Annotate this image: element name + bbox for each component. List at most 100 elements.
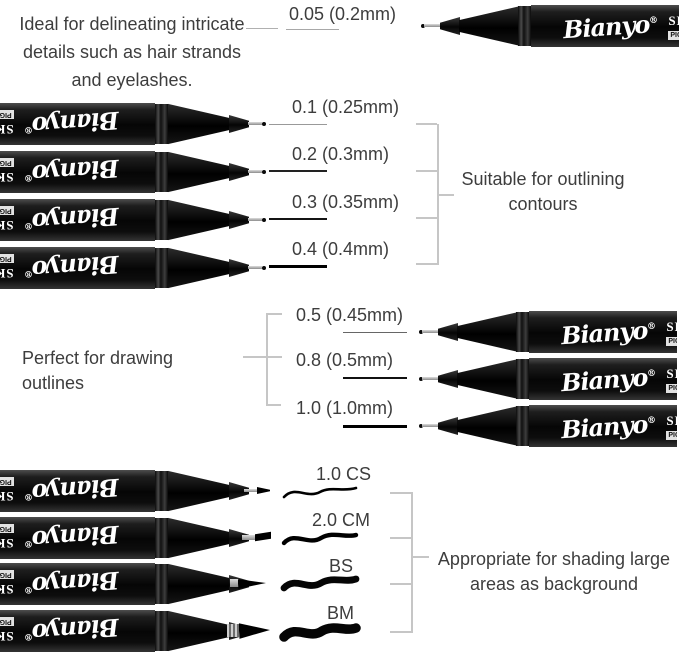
bianyo-logo: Bianyo® xyxy=(23,154,120,190)
registered-mark: ® xyxy=(23,491,34,502)
pen-needle-tip xyxy=(424,24,441,27)
bianyo-logo: Bianyo® xyxy=(562,8,659,44)
pen-body: Bianyo® SKE PIGMEN xyxy=(0,563,155,605)
pen-cone xyxy=(168,563,230,605)
registered-mark: ® xyxy=(23,584,34,595)
bianyo-logo: Bianyo® xyxy=(23,473,120,509)
pen-cm: Bianyo® SKE PIGMEN xyxy=(0,517,271,559)
registered-mark: ® xyxy=(23,538,34,549)
pen-ring xyxy=(155,248,168,288)
bianyo-logo-text: Bianyo xyxy=(31,202,120,238)
stroke-sample-bm xyxy=(279,623,361,642)
pen-cone xyxy=(459,5,521,47)
pen-cone xyxy=(168,470,230,512)
stroke-sample-0-1 xyxy=(269,124,327,125)
pen-ring xyxy=(155,200,168,240)
pigment-badge: PIGMEN xyxy=(0,570,14,580)
bracket-tick xyxy=(439,194,454,196)
pen-ink-dot xyxy=(262,266,266,270)
size-label-cm: 2.0 CM xyxy=(312,510,371,530)
pen-cone xyxy=(168,517,230,559)
pen-body: Bianyo® SKE PIGMEN xyxy=(0,103,155,145)
bianyo-logo-text: Bianyo xyxy=(560,361,649,397)
pen-ring xyxy=(518,6,531,46)
pen-0-1: Bianyo® SKE PIGMEN xyxy=(0,103,268,145)
sketch-label: SKE xyxy=(0,218,14,234)
size-label-0-2: 0.2 (0.3mm) xyxy=(292,144,390,164)
sketch-label: SKE xyxy=(668,12,679,28)
pen-needle-tip xyxy=(422,424,439,427)
description-line: Ideal for delineating intricate xyxy=(19,14,245,34)
pen-body: Bianyo® SKE PIGMEN xyxy=(529,405,677,447)
size-label-0-1: 0.1 (0.25mm) xyxy=(292,97,400,117)
stroke-sample-0-5 xyxy=(343,332,407,333)
note-line: Appropriate for shading large xyxy=(437,549,671,569)
pen-body: Bianyo® SKE PIGMEN xyxy=(0,151,155,193)
series-block: SKE PIGMEN xyxy=(666,413,677,440)
bracket-tick xyxy=(243,356,282,358)
description-line: details such as hair strands xyxy=(22,42,242,62)
leader-line xyxy=(246,28,278,29)
pen-ring xyxy=(155,518,168,558)
pen-0-3: Bianyo® SKE PIGMEN xyxy=(0,199,268,241)
stroke-sample-0-2 xyxy=(269,170,327,172)
sketch-label: SKE xyxy=(666,412,677,428)
registered-mark: ® xyxy=(23,124,34,135)
pigment-badge: PIGMEN xyxy=(0,617,14,627)
sketch-label: SKE xyxy=(666,318,677,334)
pen-needle-tip xyxy=(248,170,262,173)
bianyo-logo: Bianyo® xyxy=(23,613,120,649)
bracket-tick xyxy=(390,492,411,494)
stroke-sample-cs xyxy=(282,486,358,499)
pen-branding: Bianyo® SKE PIGMEN xyxy=(531,5,679,47)
registered-mark: ® xyxy=(646,321,657,332)
series-block: SKE PIGMEN xyxy=(0,206,14,234)
pen-nose xyxy=(438,323,458,341)
pen-ring xyxy=(155,471,168,511)
pigment-badge: PIGMEN xyxy=(0,254,14,264)
pigment-badge: PIGMEN xyxy=(0,206,14,216)
series-block: SKE PIGMEN xyxy=(668,13,679,40)
bianyo-logo: Bianyo® xyxy=(23,250,120,286)
pen-0-4: Bianyo® SKE PIGMEN xyxy=(0,247,268,289)
sketch-label: SKE xyxy=(0,266,14,282)
pen-ferrule xyxy=(230,579,239,587)
pen-branding: Bianyo® SKE PIGMEN xyxy=(0,470,155,512)
pen-needle-tip xyxy=(248,218,262,221)
pen-cone xyxy=(457,311,519,353)
stroke-sample-0-05 xyxy=(286,29,339,30)
pen-cone xyxy=(168,247,230,289)
pen-ink-dot xyxy=(262,122,266,126)
registered-mark: ® xyxy=(23,172,34,183)
series-block: SKE PIGMEN xyxy=(0,617,14,645)
pen-nose xyxy=(229,163,249,181)
pen-body: Bianyo® SKE PIGMEN xyxy=(0,470,155,512)
note-outlining-contours: Suitable for outlining contours xyxy=(448,167,638,217)
size-label-1-0: 1.0 (1.0mm) xyxy=(296,398,394,418)
sketch-label: SKE xyxy=(0,629,14,645)
bracket-outlining xyxy=(437,124,439,265)
pen-ring xyxy=(516,406,529,446)
note-line: Perfect for drawing outlines xyxy=(22,348,174,393)
bracket-tick xyxy=(268,404,281,406)
pen-branding: Bianyo® SKE PIGMEN xyxy=(0,563,155,605)
pen-cone xyxy=(457,358,519,400)
bianyo-logo-text: Bianyo xyxy=(31,106,120,142)
sketch-label: SKE xyxy=(0,122,14,138)
pen-ink-dot xyxy=(421,24,425,28)
pigment-badge: PIGMEN xyxy=(0,158,14,168)
pen-body: Bianyo® SKE PIGMEN xyxy=(0,610,155,652)
pen-body: Bianyo® SKE PIGMEN xyxy=(0,247,155,289)
pen-branding: Bianyo® SKE PIGMEN xyxy=(0,247,155,289)
bracket-tick xyxy=(390,631,411,633)
bianyo-logo-text: Bianyo xyxy=(31,473,120,509)
size-label-0-3: 0.3 (0.35mm) xyxy=(292,192,400,212)
sketch-label: SKE xyxy=(0,170,14,186)
sketch-label: SKE xyxy=(0,489,14,505)
bracket-tick xyxy=(416,123,437,125)
series-block: SKE PIGMEN xyxy=(0,158,14,186)
registered-mark: ® xyxy=(23,631,34,642)
size-label-0-05: 0.05 (0.2mm) xyxy=(289,4,397,24)
stroke-sample-1-0 xyxy=(343,425,407,428)
bianyo-logo: Bianyo® xyxy=(23,106,120,142)
